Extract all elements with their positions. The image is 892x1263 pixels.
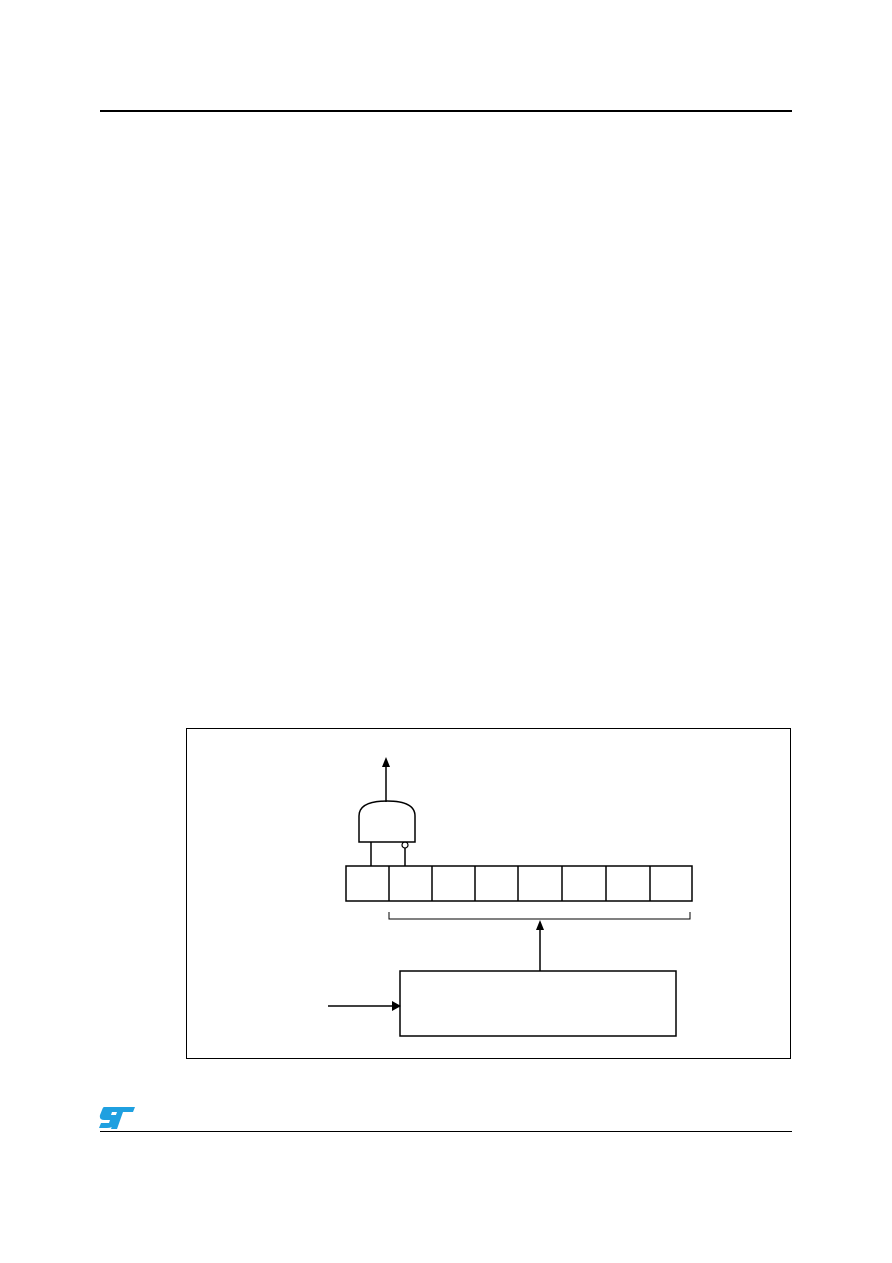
figure-frame [186,728,791,1059]
register [345,865,693,902]
gate-output-arrowhead [382,757,390,767]
register-bracket [388,912,691,920]
header-rule [100,110,792,112]
and-gate [358,800,416,843]
inversion-bubble [401,841,409,849]
footer-rule [100,1131,792,1132]
st-logo-icon [99,1107,135,1129]
block-to-register-arrowhead [536,920,544,930]
logic-block [399,970,677,1037]
block-input-arrowhead [392,1001,401,1011]
